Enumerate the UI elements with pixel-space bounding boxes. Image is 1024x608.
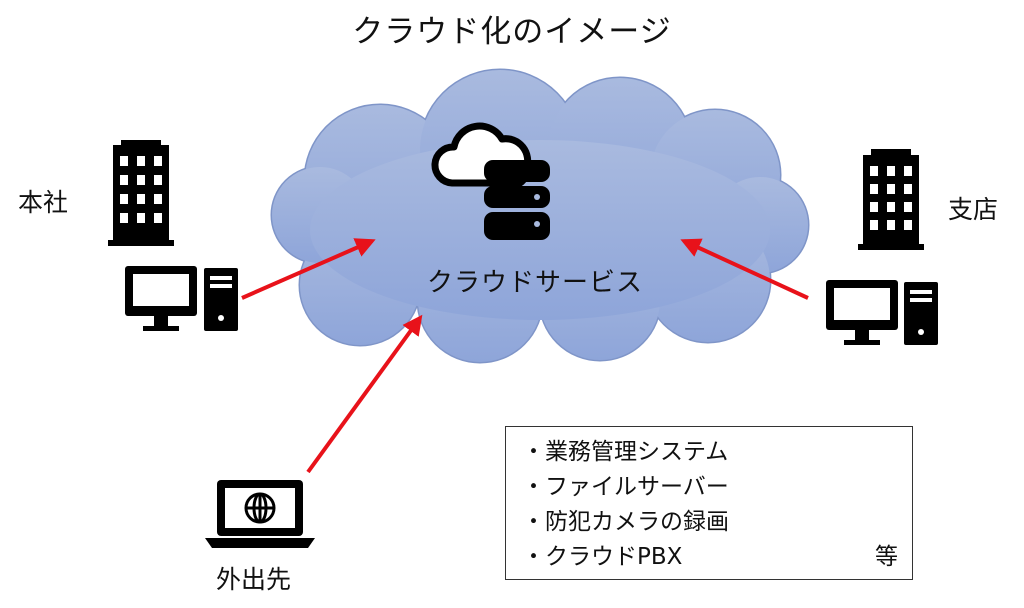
etc-label: 等 (875, 544, 898, 570)
service-item-cloud-pbx: クラウドPBX (522, 540, 729, 575)
head-office-label: 本社 (18, 188, 69, 217)
service-item-camera-recording: 防犯カメラの録画 (522, 505, 729, 540)
arrow-remote-to-cloud (306, 314, 423, 474)
branch-building-icon (858, 149, 924, 250)
service-item-file-server: ファイルサーバー (522, 470, 729, 505)
laptop-globe-icon (205, 480, 315, 548)
branch-desktop-pc-icon (826, 280, 938, 345)
head-office-building-icon (108, 140, 174, 246)
arrow-head-office-to-cloud (241, 238, 376, 300)
service-item-business-system: 業務管理システム (522, 435, 729, 470)
arrow-branch-to-cloud (680, 238, 809, 300)
connection-arrows (241, 238, 809, 474)
branch-label: 支店 (948, 195, 999, 224)
cloud-service-label: クラウドサービス (426, 268, 643, 298)
remote-label: 外出先 (216, 565, 292, 594)
diagram-title: クラウド化のイメージ (352, 14, 672, 50)
cloud-server-icon (431, 122, 550, 240)
service-list-box: 業務管理システム ファイルサーバー 防犯カメラの録画 クラウドPBX 等 (505, 426, 913, 580)
head-office-desktop-pc-icon (125, 266, 238, 331)
service-list: 業務管理システム ファイルサーバー 防犯カメラの録画 クラウドPBX (522, 435, 729, 575)
